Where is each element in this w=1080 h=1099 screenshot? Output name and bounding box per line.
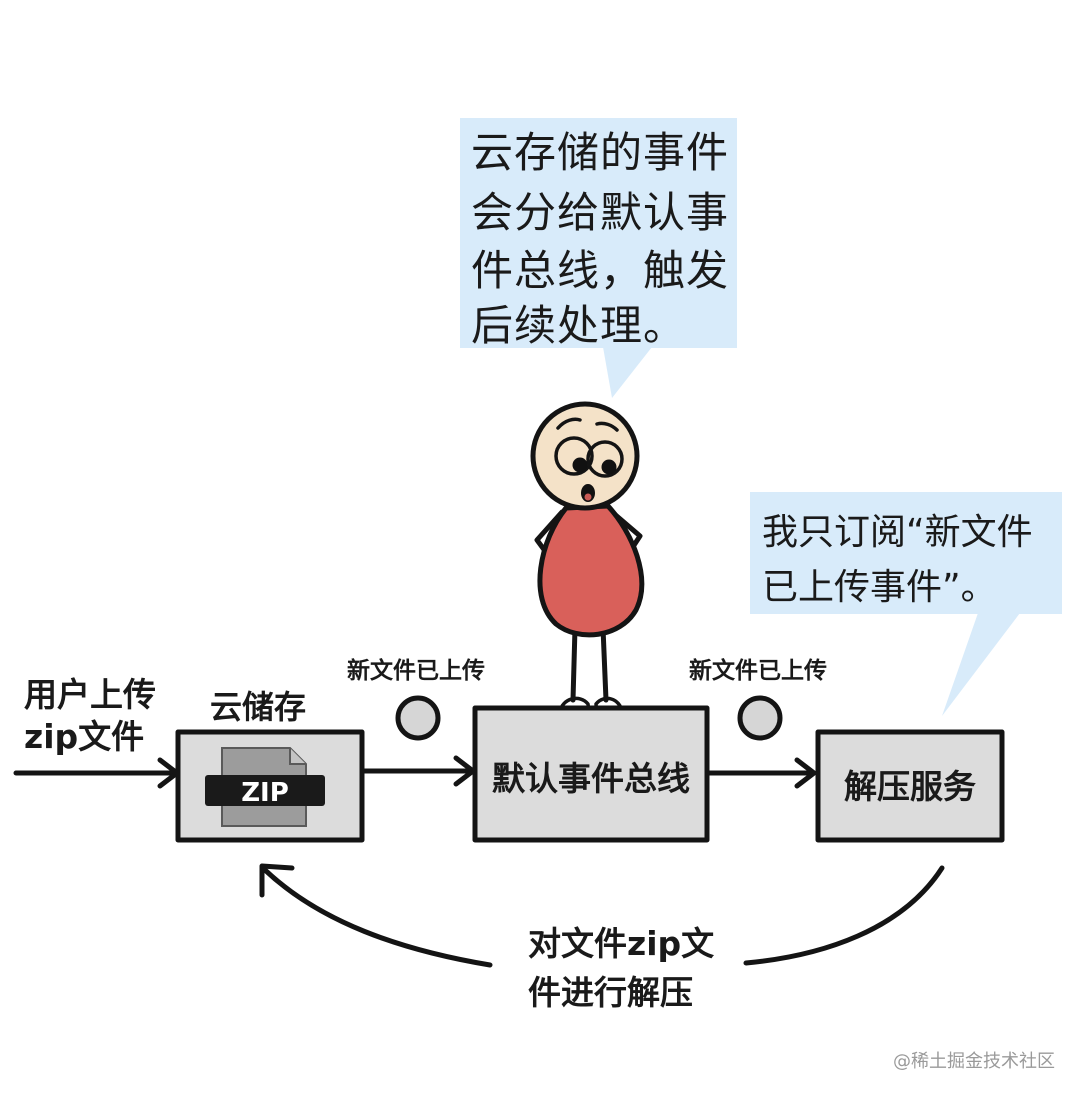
character-right-eye (586, 440, 624, 478)
character (530, 401, 645, 717)
storage-box: ZIP (175, 729, 365, 843)
zip-file-label: ZIP (241, 778, 289, 808)
unzip-service-box-frame (815, 729, 1005, 843)
speech-bubble-right-line: 我只订阅“新文件 (762, 512, 1033, 553)
event-bus-label: 默认事件总线 (492, 759, 690, 798)
bus-to-unzip-arrow-head (794, 757, 817, 789)
speech-bubble-right-box (750, 492, 1062, 614)
speech-bubble-top-line: 云存储的事件 (471, 128, 729, 177)
character-mouth-inner (584, 493, 592, 501)
event-label-2: 新文件已上传 (689, 657, 827, 684)
zip-file-band (205, 775, 325, 806)
feedback-arrow-right-curve (743, 865, 945, 966)
event-dot-2 (737, 695, 783, 741)
unzip-service-box: 解压服务 (815, 729, 1005, 843)
character-body (537, 503, 645, 638)
speech-bubble-top-line: 会分给默认事 (471, 188, 729, 237)
input-arrow (13, 757, 180, 789)
character-left-eyebrow (556, 417, 582, 430)
event-bus-box: 默认事件总线 (472, 705, 710, 843)
feedback-line: 对文件zip文 (528, 924, 714, 963)
feedback-line: 件进行解压 (528, 973, 693, 1012)
zip-file-fold (289, 748, 306, 765)
speech-bubble-right-text: 我只订阅“新文件 已上传事件”。 (762, 512, 1044, 608)
character-right-leg (600, 625, 609, 703)
speech-bubble-top-line: 件总线，触发 (471, 246, 729, 295)
feedback-arrow-left-curve (262, 867, 493, 968)
storage-label: 云储存 (210, 688, 306, 726)
bus-to-unzip-arrow (706, 757, 817, 789)
feedback-arrow-head (259, 863, 295, 898)
speech-bubble-top-tail (603, 347, 652, 398)
character-mouth (581, 484, 595, 502)
speech-bubble-top-box (460, 118, 737, 348)
character-left-eye (554, 436, 594, 476)
speech-bubble-top-line: 后续处理。 (471, 301, 686, 350)
character-head (530, 401, 640, 511)
speech-bubble-right-line: 已上传事件”。 (762, 567, 997, 608)
speech-bubble-right-tail (942, 613, 1020, 716)
unzip-service-label: 解压服务 (844, 767, 976, 806)
user-upload-label: 用户上传 zip文件 (24, 675, 168, 756)
character-left-leg (570, 625, 578, 703)
character-left-pupil (572, 457, 588, 473)
feedback-arrow (259, 863, 945, 968)
user-upload-line: 用户上传 (24, 675, 156, 714)
watermark: @稀土掘金技术社区 (893, 1051, 1055, 1072)
speech-bubble-top-text: 云存储的事件 会分给默认事 件总线，触发 后续处理。 (471, 128, 743, 350)
zip-file-icon: ZIP (205, 747, 325, 827)
character-right-eyebrow (595, 421, 619, 432)
speech-bubble-right: 我只订阅“新文件 已上传事件”。 (750, 492, 1062, 716)
event-bus-box-frame (472, 705, 710, 843)
event-label-1: 新文件已上传 (347, 657, 485, 684)
storage-to-bus-arrow (361, 755, 476, 787)
speech-bubble-top: 云存储的事件 会分给默认事 件总线，触发 后续处理。 (460, 118, 743, 398)
user-upload-line: zip文件 (24, 717, 144, 756)
character-right-pupil (601, 459, 617, 475)
feedback-label: 对文件zip文 件进行解压 (528, 924, 726, 1012)
event-dot-1 (395, 695, 441, 741)
